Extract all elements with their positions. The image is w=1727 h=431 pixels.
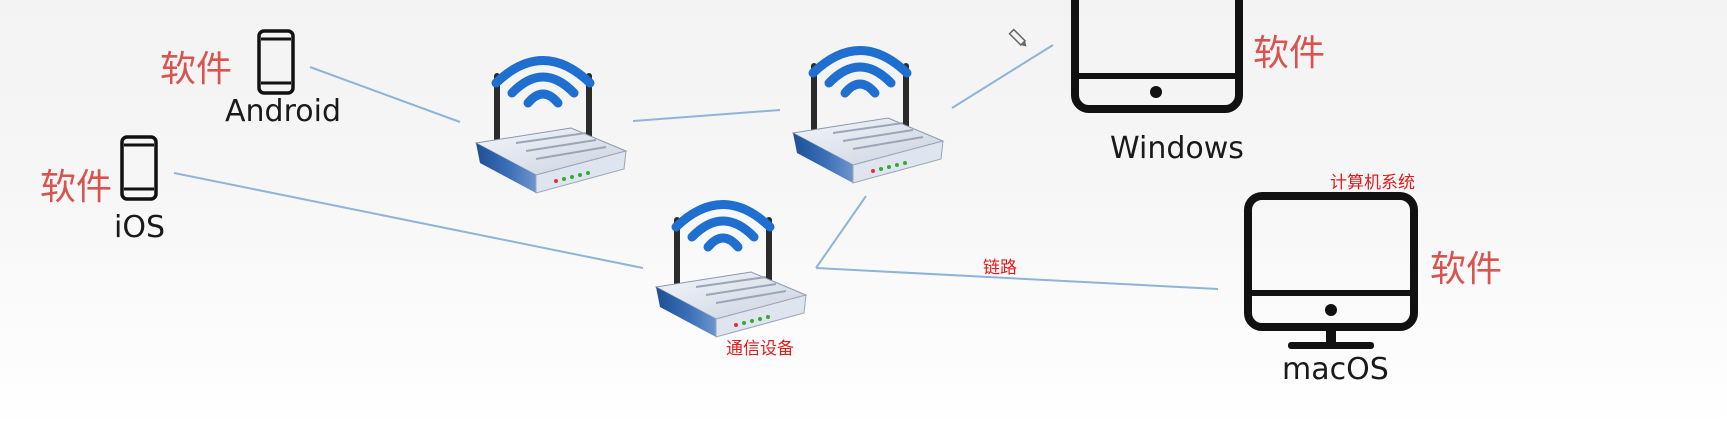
comm-device-label: 通信设备 [726, 339, 794, 359]
link-router2-router3 [815, 195, 867, 269]
ios-label: iOS [114, 210, 165, 245]
link-lines [173, 44, 1219, 290]
link-router2-windows [951, 44, 1054, 109]
software-label-macos: 软件 [1430, 249, 1503, 290]
android-label: Android [225, 94, 341, 129]
router-icon [656, 205, 806, 338]
router-icon [476, 61, 626, 194]
software-label-android: 软件 [160, 49, 233, 90]
macos-label: macOS [1282, 352, 1389, 387]
software-label-windows: 软件 [1253, 33, 1326, 74]
phone-icon [120, 135, 158, 201]
windows-label: Windows [1110, 131, 1244, 166]
link-label: 链路 [983, 258, 1017, 278]
monitor-icon [1244, 192, 1418, 349]
pencil-icon [1008, 28, 1027, 47]
link-android-router1 [309, 66, 461, 123]
link-router3-macos [815, 267, 1219, 290]
computer-system-label: 计算机系统 [1330, 173, 1415, 193]
software-label-ios: 软件 [40, 167, 113, 208]
router-icon [793, 51, 943, 184]
phone-icon [257, 29, 295, 95]
link-ios-router3 [173, 172, 644, 269]
link-router1-router2 [632, 109, 781, 122]
monitor-icon [1071, 0, 1243, 113]
